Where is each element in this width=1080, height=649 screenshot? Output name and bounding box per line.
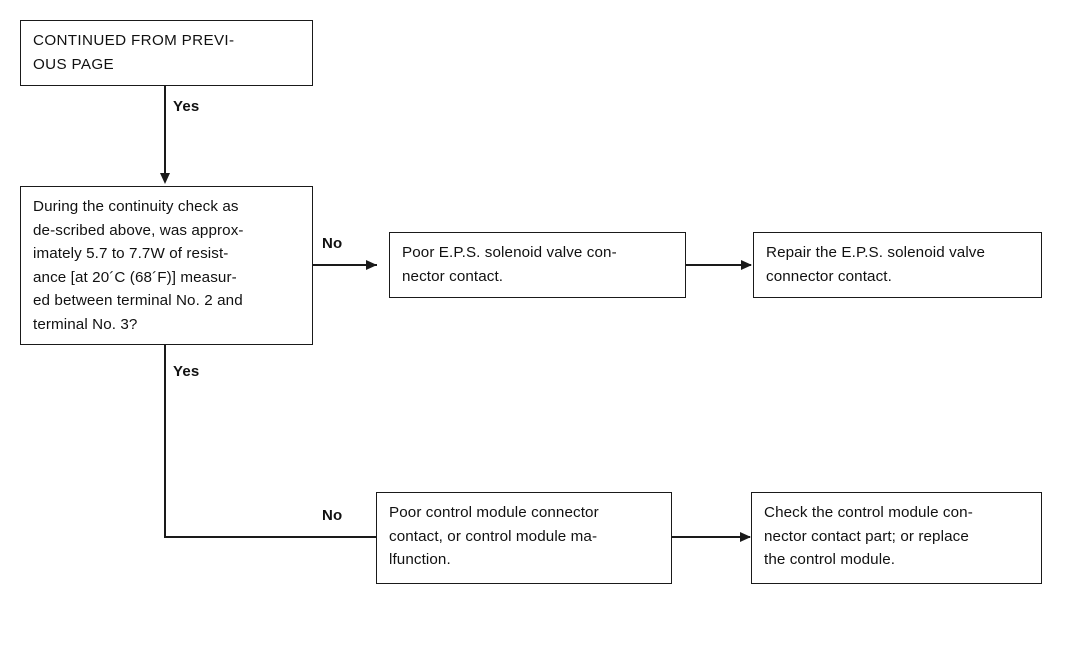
connector-continued-to-question (164, 86, 166, 175)
node-repair-eps-connector: Repair the E.P.S. solenoid valve connect… (753, 232, 1042, 298)
arrowhead-poor-control-to-check-control (740, 531, 751, 542)
arrowhead-poor-eps-to-repair-eps (741, 259, 752, 270)
arrowhead-question-to-poor-eps (366, 259, 377, 270)
edge-label-no-top: No (322, 235, 343, 252)
node-continuity-question: During the continuity check as de-scribe… (20, 186, 313, 345)
arrowhead-continued-to-question (160, 173, 170, 184)
node-check-control-module: Check the control module con- nector con… (751, 492, 1042, 584)
node-continued-from-previous-page: CONTINUED FROM PREVI- OUS PAGE (20, 20, 313, 86)
edge-label-yes-bottom: Yes (173, 363, 200, 380)
edge-label-no-bottom: No (322, 507, 343, 524)
connector-poor-eps-to-repair-eps (686, 264, 751, 266)
connector-question-yes-horizontal (164, 536, 378, 538)
connector-question-yes-vertical (164, 345, 166, 537)
node-poor-eps-connector: Poor E.P.S. solenoid valve con- nector c… (389, 232, 686, 298)
connector-poor-control-to-check-control (672, 536, 750, 538)
connector-question-to-poor-eps (313, 264, 377, 266)
edge-label-yes-top: Yes (173, 98, 200, 115)
node-poor-control-module: Poor control module connector contact, o… (376, 492, 672, 584)
